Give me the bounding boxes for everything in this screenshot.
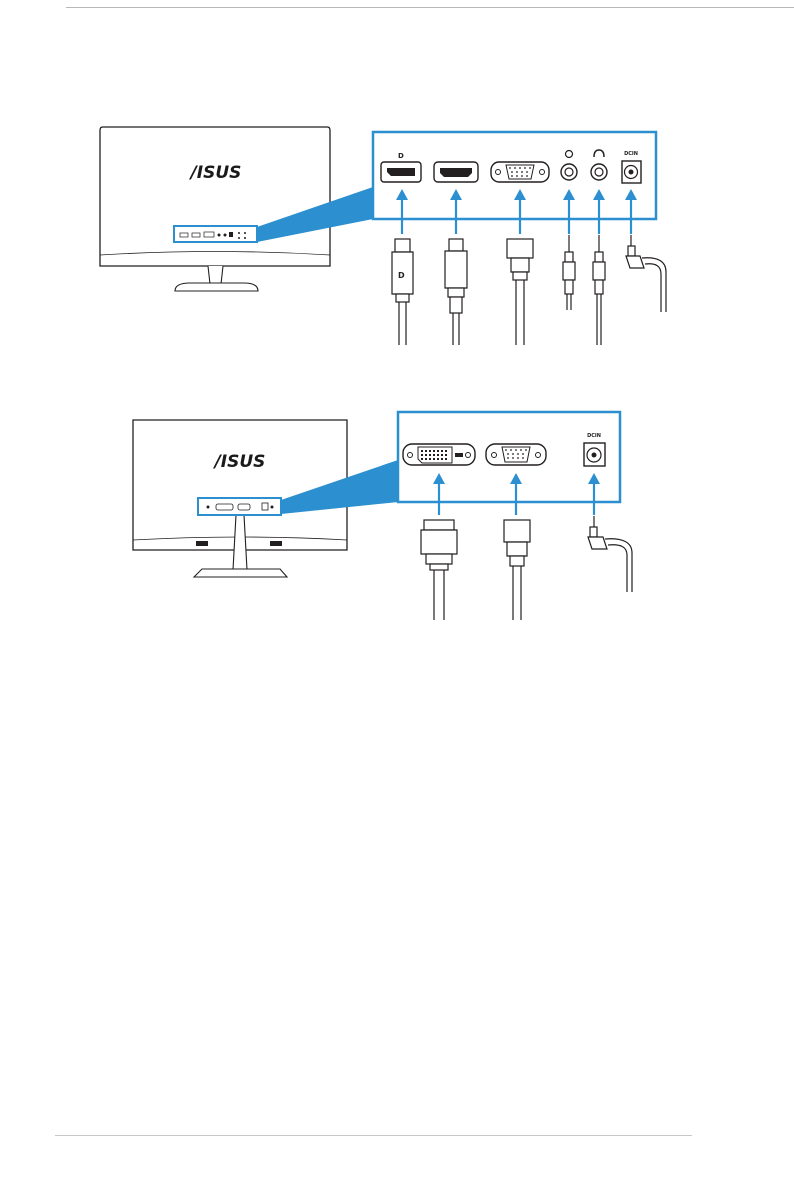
connection-diagram-model-b: /ISUS: [0, 405, 794, 630]
asus-logo-b: /ISUS: [213, 452, 266, 472]
cables-a: D: [392, 235, 666, 345]
footer-rule: [55, 1135, 692, 1136]
header-rule: [66, 7, 794, 8]
cables-b: [421, 516, 632, 620]
dvi-port: [403, 444, 475, 465]
connection-diagram-model-a: /ISUS D: [0, 120, 794, 350]
monitor-back-a: /ISUS: [100, 127, 330, 291]
dcin-symbol-b: DCIN: [587, 433, 601, 439]
vga-port: [491, 162, 549, 182]
asus-logo: /ISUS: [189, 163, 242, 183]
dcin-symbol: DCIN: [624, 151, 638, 157]
hdmi-port: [434, 162, 478, 182]
displayport-symbol: D: [398, 152, 404, 160]
vga-port-b: [486, 444, 546, 465]
svg-text:D: D: [398, 271, 405, 280]
